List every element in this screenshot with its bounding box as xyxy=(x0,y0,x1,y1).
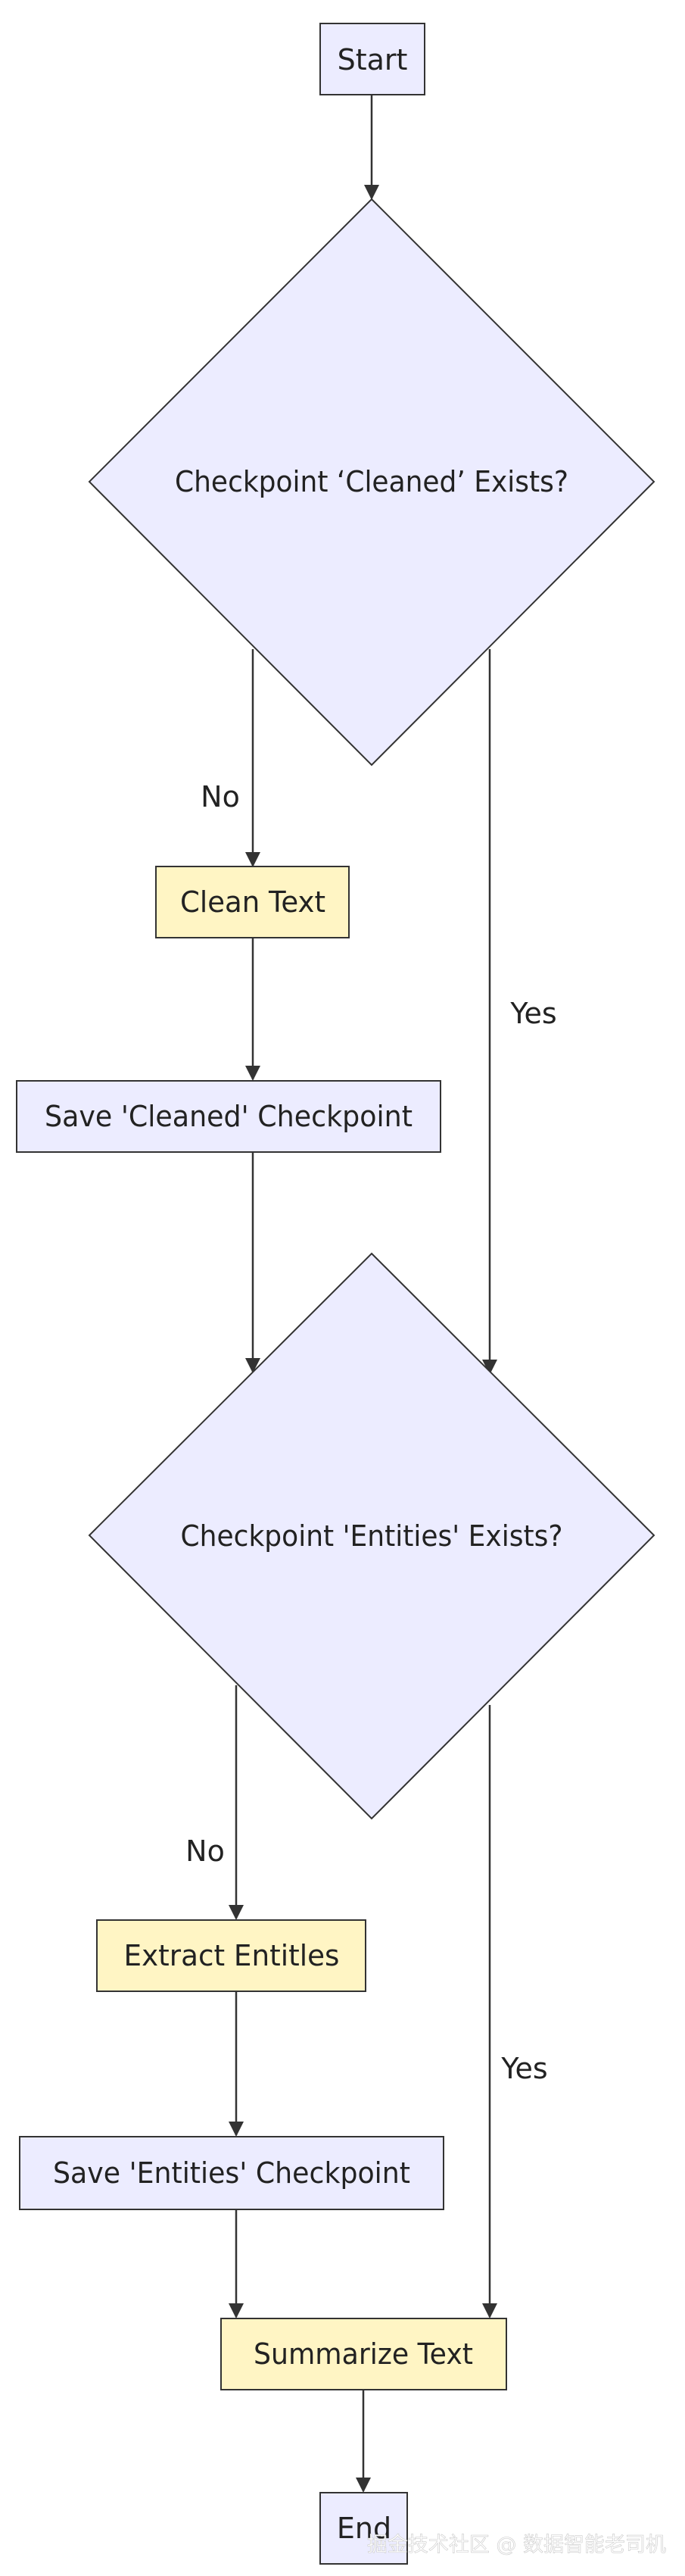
node-start[interactable]: Start xyxy=(319,23,425,95)
decision-check-entities-label: Checkpoint 'Entities' Exists? xyxy=(181,1519,563,1553)
node-extract-entities[interactable]: Extract Entitles xyxy=(96,1919,366,1992)
node-start-label: Start xyxy=(338,43,408,76)
edges xyxy=(229,95,497,2493)
node-save-cleaned[interactable]: Save 'Cleaned' Checkpoint xyxy=(16,1080,441,1153)
edge-label-entities-no: No xyxy=(185,1834,225,1868)
node-end[interactable]: End xyxy=(319,2492,408,2565)
watermark-text: 掘金技术社区 @ 数据智能老司机 xyxy=(367,2534,666,2557)
node-save-entities[interactable]: Save 'Entities' Checkpoint xyxy=(19,2136,444,2210)
node-end-label: End xyxy=(337,2512,391,2545)
node-clean-text-label: Clean Text xyxy=(180,885,325,919)
edge-label-cleaned-no: No xyxy=(201,780,240,813)
decision-check-cleaned[interactable]: Checkpoint ‘Cleaned’ Exists? xyxy=(88,198,655,767)
decision-check-entities[interactable]: Checkpoint 'Entities' Exists? xyxy=(88,1252,655,1820)
node-extract-entities-label: Extract Entitles xyxy=(124,1939,340,1972)
decision-check-cleaned-label: Checkpoint ‘Cleaned’ Exists? xyxy=(175,465,568,498)
edge-label-entities-yes: Yes xyxy=(500,2052,547,2085)
node-clean-text[interactable]: Clean Text xyxy=(155,866,350,938)
node-save-entities-label: Save 'Entities' Checkpoint xyxy=(53,2156,410,2190)
node-summarize[interactable]: Summarize Text xyxy=(220,2318,507,2390)
edge-label-cleaned-yes: Yes xyxy=(509,997,556,1030)
node-summarize-label: Summarize Text xyxy=(254,2337,473,2371)
node-save-cleaned-label: Save 'Cleaned' Checkpoint xyxy=(45,1100,413,1133)
